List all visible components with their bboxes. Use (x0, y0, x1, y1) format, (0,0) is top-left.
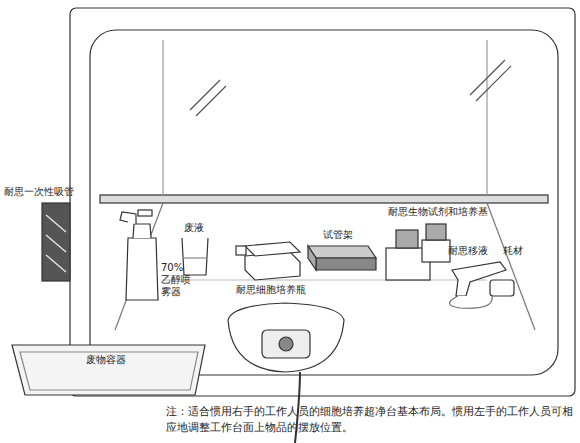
waste-tray (12, 345, 205, 395)
sash-bar (100, 195, 548, 203)
part-label: 70% 乙醇喷 雾器 (161, 262, 195, 298)
part-label: 耐思一次性吸管 (4, 186, 74, 198)
part-label: 试管架 (323, 229, 353, 241)
culture-flasks (236, 242, 300, 280)
part-label: 耗材 (503, 245, 523, 257)
part-label: 耐思移液 (448, 245, 488, 257)
note-caption: 注：适合惯用右手的工作人员的细胞培养超净台基本布局。惯用左手的工作人员可相应地调… (166, 404, 576, 436)
part-label: 耐思生物试剂和培养基 (388, 206, 488, 218)
part-label: 耐思细胞培养瓶 (236, 284, 306, 296)
part-label: 废液 (184, 222, 204, 234)
part-label: 废物容器 (86, 354, 126, 366)
arm-opening (228, 303, 344, 372)
beaker (182, 238, 208, 275)
cabinet-housing (70, 8, 575, 396)
pipette-controller (449, 262, 514, 308)
pipette-box (42, 203, 70, 281)
reagent-bottles (386, 224, 450, 280)
cabinet-window (90, 30, 558, 375)
tube-rack (308, 246, 376, 270)
spray-bottle (120, 210, 158, 300)
